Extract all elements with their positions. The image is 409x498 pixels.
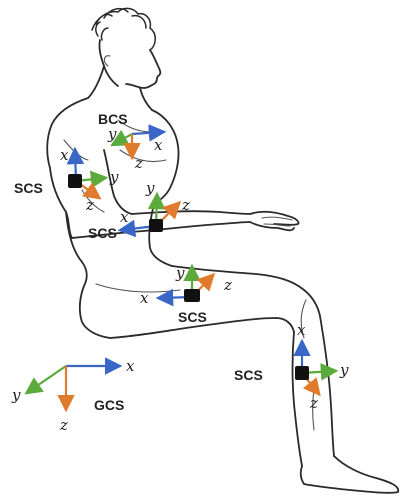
scs-upper-arm-frame	[68, 151, 104, 197]
scs2-label: SCS	[88, 225, 117, 241]
scs3-z-label: z	[223, 276, 232, 294]
hand	[250, 212, 299, 230]
scs3-label: SCS	[178, 309, 207, 325]
bcs-y-axis	[114, 134, 132, 144]
scs1-y-label: y	[109, 168, 119, 186]
scs1-label: SCS	[14, 180, 43, 196]
bcs-y-label: y	[107, 125, 117, 143]
scs1-x-label: x	[60, 146, 69, 164]
scs4-x-label: x	[297, 321, 306, 339]
gcs-x-label: x	[126, 357, 135, 375]
scs4-y-label: y	[339, 361, 349, 379]
scs3-y-label: y	[175, 264, 185, 282]
bcs-z-label: z	[134, 154, 143, 172]
bcs-x-axis	[132, 132, 162, 134]
scs1-sensor-icon	[68, 174, 82, 188]
human-figure	[47, 8, 398, 492]
scs1-z-label: z	[85, 196, 94, 214]
hair	[92, 8, 155, 50]
gcs-y-label: y	[11, 386, 21, 404]
foot	[301, 456, 399, 493]
scs3-sensor-icon	[184, 289, 200, 302]
scs-thigh-frame	[160, 268, 212, 302]
scs2-sensor-icon	[149, 219, 163, 232]
scs2-z-label: z	[181, 196, 190, 214]
scs4-sensor-icon	[295, 366, 309, 380]
head-outline	[99, 40, 160, 88]
gcs-label: GCS	[94, 397, 124, 413]
gcs-z-label: z	[59, 416, 68, 434]
bcs-x-label: x	[154, 136, 163, 154]
scs3-x-label: x	[140, 289, 149, 307]
scs4-label: SCS	[234, 367, 263, 383]
scs4-z-label: z	[309, 394, 318, 412]
gcs-y-axis	[28, 366, 66, 392]
knee	[276, 318, 294, 332]
muscle-details	[64, 120, 316, 430]
scs2-y-label: y	[145, 179, 155, 197]
ear	[104, 56, 110, 66]
scs2-x-label: x	[120, 208, 129, 226]
